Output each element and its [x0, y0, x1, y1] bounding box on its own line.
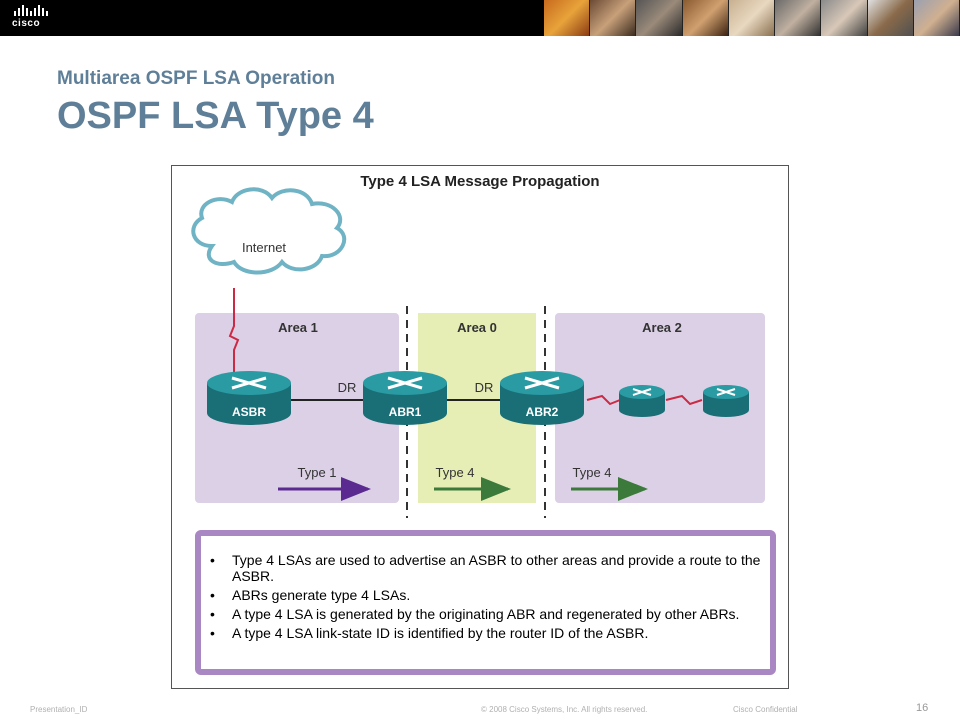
top-bar: cisco [0, 0, 960, 36]
bullet-list: • Type 4 LSAs are used to advertise an AS… [206, 552, 766, 644]
bullet-text: A type 4 LSA is generated by the origina… [232, 606, 740, 622]
bullet-dot: • [210, 552, 215, 568]
serial-link-area2 [586, 394, 621, 406]
photo-tile [728, 0, 776, 36]
bullet-box [195, 530, 776, 675]
bullet-text: Type 4 LSAs are used to advertise an ASB… [232, 552, 761, 584]
slide-title: OSPF LSA Type 4 [57, 95, 374, 137]
dr-label: DR [338, 380, 357, 395]
photo-tile [682, 0, 729, 36]
router-asbr-icon: ASBR [207, 371, 291, 425]
router-icon [619, 385, 665, 417]
router-label: ABR2 [526, 405, 559, 419]
bullet-item: • A type 4 LSA is generated by the origin… [206, 606, 766, 622]
area-1-box [195, 313, 399, 503]
diagram-title: Type 4 LSA Message Propagation [360, 173, 599, 190]
photo-tile [775, 0, 822, 36]
photo-tile [636, 0, 683, 36]
photo-tile [913, 0, 960, 36]
bullet-item: • ABRs generate type 4 LSAs. [206, 587, 766, 603]
slide-subtitle: Multiarea OSPF LSA Operation [57, 68, 336, 89]
footer-presentation-id: Presentation_ID [30, 705, 88, 714]
serial-link-internet [228, 288, 240, 381]
router-abr1-icon: ABR1 [363, 371, 447, 425]
arrow-label: Type 1 [297, 465, 336, 480]
serial-link-area2 [665, 394, 703, 406]
cisco-logo-text: cisco [12, 18, 41, 29]
bullet-item: • A type 4 LSA link-state ID is identifie… [206, 625, 766, 641]
arrow-label: Type 4 [435, 465, 474, 480]
bullet-dot: • [210, 606, 215, 622]
photo-tile [544, 0, 591, 36]
router-icon [703, 385, 749, 417]
page-number: 16 [916, 702, 929, 714]
internet-label: Internet [242, 240, 286, 255]
dr-label: DR [475, 380, 494, 395]
photo-tile [821, 0, 868, 36]
bullet-dot: • [210, 625, 215, 641]
header-photo-strip [544, 0, 960, 36]
photo-tile [590, 0, 637, 36]
area-0-label: Area 0 [457, 320, 497, 335]
bullet-text: ABRs generate type 4 LSAs. [232, 587, 411, 603]
router-abr2-icon: ABR2 [500, 371, 584, 425]
area-2-label: Area 2 [642, 320, 682, 335]
bullet-text: A type 4 LSA link-state ID is identified… [232, 625, 649, 641]
router-label: ASBR [232, 405, 266, 419]
cisco-logo: cisco [12, 4, 60, 32]
footer-confidential: Cisco Confidential [733, 705, 798, 714]
cisco-bars-icon [14, 5, 48, 16]
router-label: ABR1 [389, 405, 422, 419]
area-1-label: Area 1 [278, 320, 318, 335]
diagram-svg: Type 4 LSA Message Propagation Area 1 Ar… [191, 173, 776, 675]
bullet-dot: • [210, 587, 215, 603]
photo-tile [867, 0, 914, 36]
lsa-diagram: Type 4 LSA Message Propagation Area 1 Ar… [171, 165, 789, 689]
arrow-label: Type 4 [572, 465, 611, 480]
bullet-item: • Type 4 LSAs are used to advertise an AS… [206, 552, 766, 584]
internet-cloud-icon: Internet [191, 187, 347, 275]
footer-copyright: © 2008 Cisco Systems, Inc. All rights re… [481, 705, 648, 714]
